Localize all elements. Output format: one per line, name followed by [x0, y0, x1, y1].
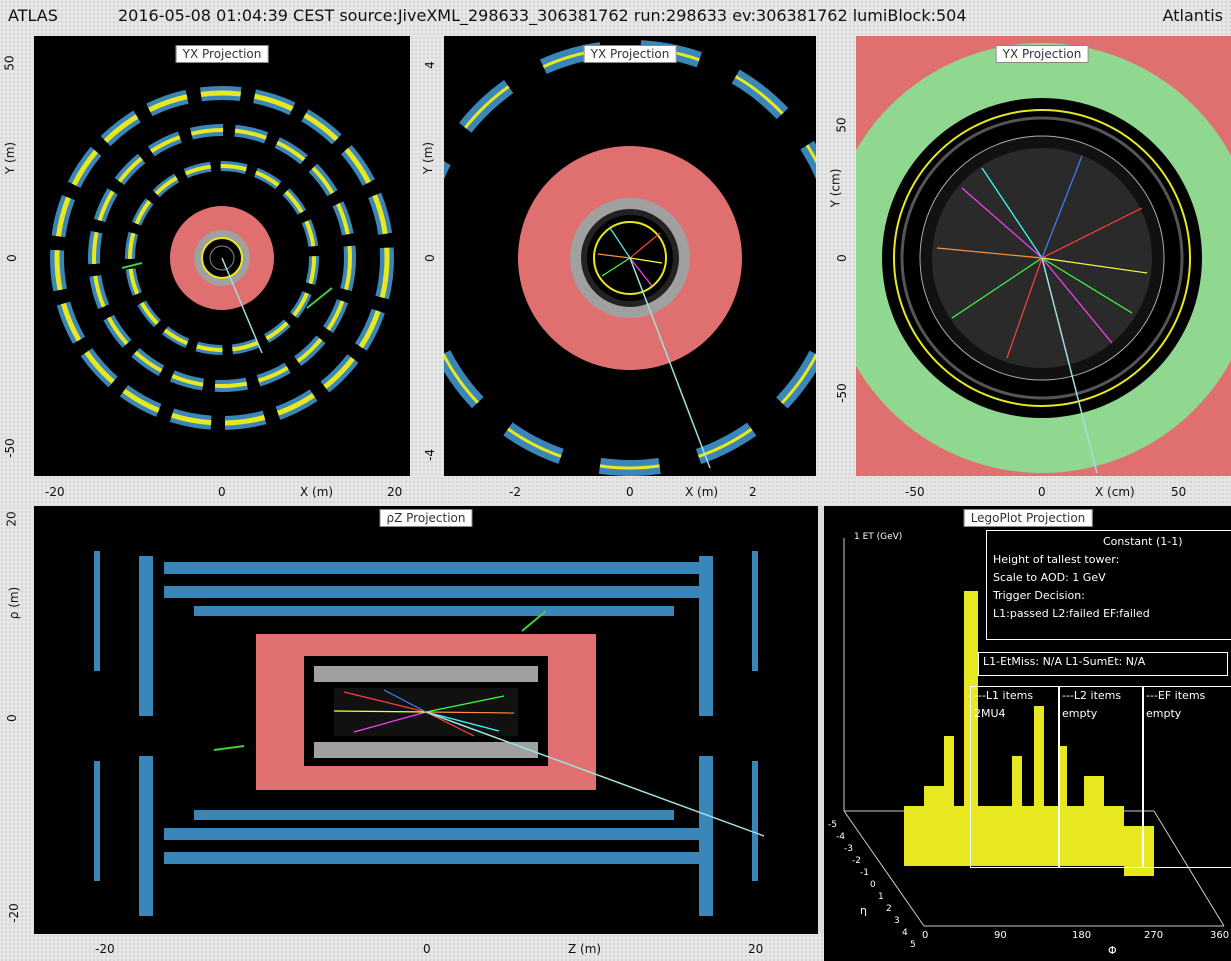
yx2-y-axis: 4 Y (m) 0 -4: [410, 36, 444, 476]
lego-towers: [904, 591, 1154, 876]
eta-tick: -2: [852, 856, 861, 866]
event-header: ATLAS 2016-05-08 01:04:39 CEST source:Ji…: [0, 0, 1231, 36]
yx-projection-panel-3[interactable]: YX Projection: [856, 36, 1231, 476]
yx1-y-axis: 50 Y (m) 0 -50: [0, 36, 34, 476]
brand-label: Atlantis: [1162, 6, 1223, 25]
eta-tick: -1: [860, 868, 869, 878]
eta-tick: 0: [870, 880, 876, 890]
yx2-x-axis: -2 0 X (m) 2: [443, 476, 853, 506]
lego-etmiss-box: L1-EtMiss: N/A L1-SumEt: N/A: [978, 652, 1228, 676]
eta-tick: 2: [886, 904, 892, 914]
eta-tick: 5: [910, 940, 916, 950]
rz-projection-panel[interactable]: ρZ Projection: [34, 506, 818, 934]
phi-tick: 180: [1072, 930, 1092, 941]
eta-axis-label: η: [860, 904, 867, 917]
legoplot-panel[interactable]: LegoPlot Projection 1 ET (GeV) Constant …: [824, 506, 1231, 961]
yx1-x-axis: -20 0 X (m) 20: [0, 476, 443, 506]
phi-tick: 270: [1144, 930, 1164, 941]
eta-tick: -4: [836, 832, 845, 842]
muon-outer-ring: [50, 86, 394, 430]
yx-projection-panel-1[interactable]: YX Projection: [34, 36, 410, 476]
et-label: 1 ET (GeV): [854, 532, 903, 542]
phi-tick: 360: [1210, 930, 1230, 941]
rz-muon-chambers: [94, 551, 758, 916]
event-info: 2016-05-08 01:04:39 CEST source:JiveXML_…: [118, 6, 967, 25]
panel-title: YX Projection: [583, 45, 677, 63]
yx3-canvas: [856, 36, 1231, 476]
lego-info-box: Constant (1-1) Height of tallest tower: …: [986, 530, 1231, 640]
yx1-canvas: [50, 86, 394, 430]
ef-items-box: ---EF items empty: [1142, 686, 1231, 868]
yx-projection-panel-2[interactable]: YX Projection: [444, 36, 816, 476]
l1-items-box: ---L1 items 2MU4: [970, 686, 1060, 868]
app-title: ATLAS: [8, 6, 58, 25]
l2-items-box: ---L2 items empty: [1058, 686, 1144, 868]
phi-tick: 0: [922, 930, 929, 941]
eta-tick: 4: [902, 928, 908, 938]
rz-tracks: [333, 689, 515, 737]
panel-title: YX Projection: [175, 45, 269, 63]
yx3-x-axis: -50 0 X (cm) 50: [853, 476, 1231, 506]
yx3-y-axis: 50 Y (cm) 0 -50: [816, 36, 856, 476]
eta-tick: 3: [894, 916, 900, 926]
eta-tick: -3: [844, 844, 853, 854]
rz-y-axis: 20 ρ (m) 0 -20: [0, 506, 34, 934]
rz-canvas: [94, 551, 765, 916]
eta-tick: -5: [828, 820, 837, 830]
yx2-canvas: [444, 40, 816, 476]
lego-canvas: [843, 538, 1225, 927]
panel-title: YX Projection: [995, 45, 1089, 63]
phi-tick: 90: [994, 930, 1007, 941]
phi-axis-label: Φ: [1108, 944, 1117, 957]
panel-title: ρZ Projection: [379, 509, 473, 527]
eta-tick: 1: [878, 892, 884, 902]
rz-x-axis: -20 0 Z (m) 20: [0, 934, 824, 961]
panel-title: LegoPlot Projection: [963, 509, 1093, 527]
